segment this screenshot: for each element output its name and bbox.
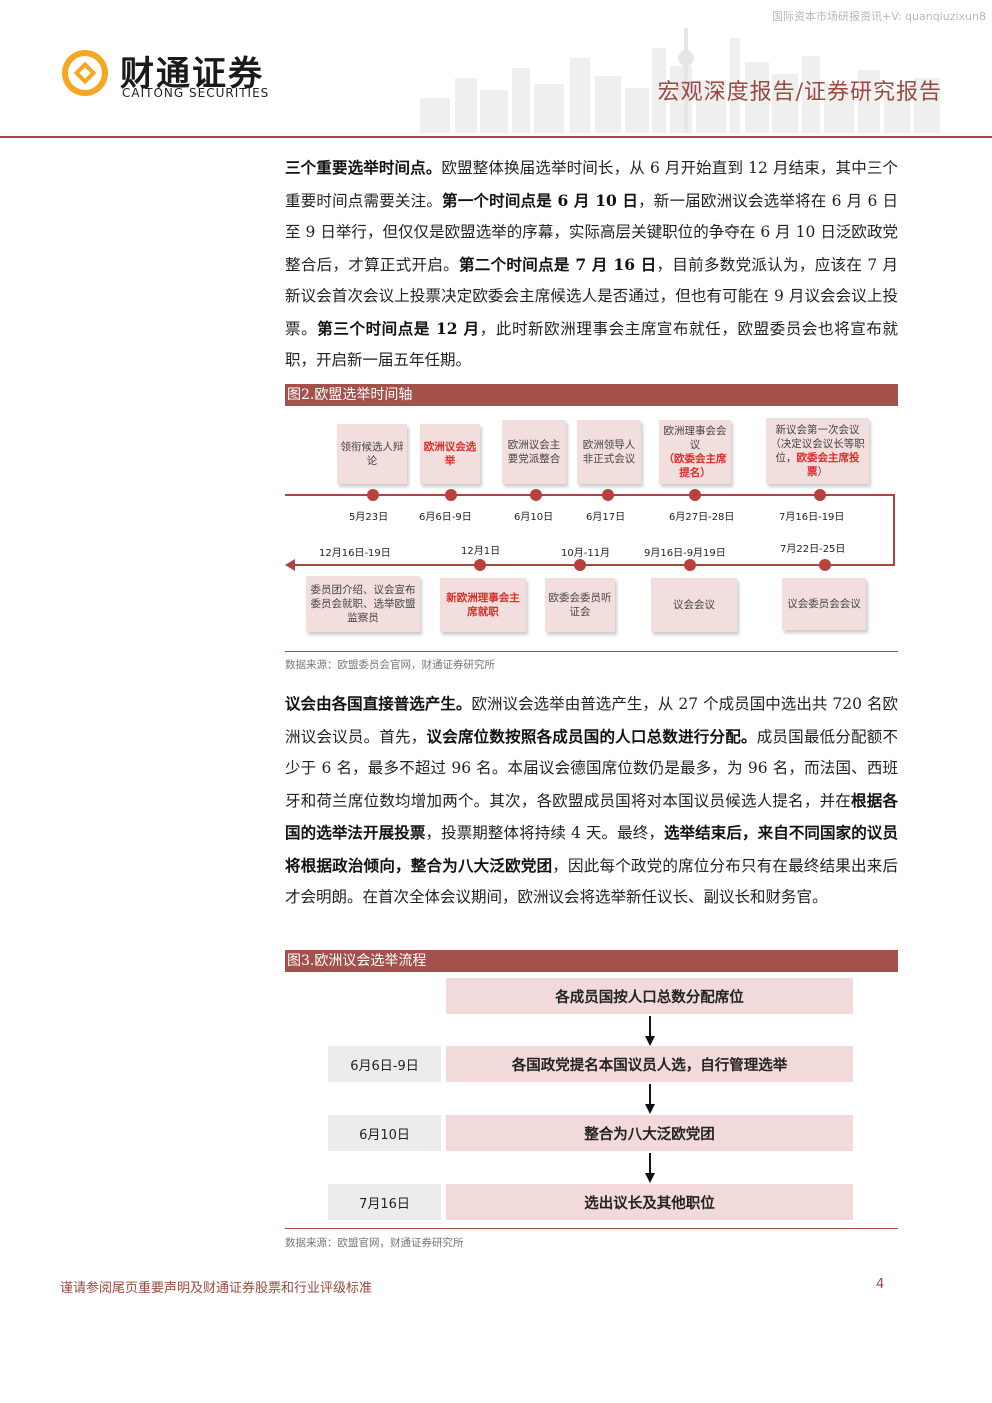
- timeline-dot: [367, 489, 379, 501]
- timeline-dot: [814, 489, 826, 501]
- event-box-plenary-session: 议会会议: [651, 578, 737, 632]
- timeline-dot: [445, 489, 457, 501]
- flow-arrow: [649, 1084, 651, 1106]
- paragraph-election-timepoints: 三个重要选举时间点。欧盟整体换届选举时间长，从 6 月开始直到 12 月结束，其…: [285, 158, 898, 369]
- event-date: 7月22日-25日: [780, 544, 846, 555]
- event-date: 12月1日: [461, 546, 501, 557]
- flow-arrow-head: [645, 1173, 655, 1183]
- eu-election-timeline: 领衔候选人辩论 5月23日 欧洲议会选举 6月6日-9日 欧洲议会主要党派整合 …: [285, 406, 898, 651]
- flow-date-4: 7月16日: [328, 1184, 441, 1220]
- flow-step-2: 各国政党提名本国议员人选，自行管理选举: [446, 1046, 853, 1082]
- flow-date-2: 6月6日-9日: [328, 1046, 441, 1082]
- footer-disclaimer: 谨请参阅尾页重要声明及财通证券股票和行业评级标准: [60, 1281, 373, 1296]
- event-box-party-integration: 欧洲议会主要党派整合: [502, 420, 566, 484]
- figure-2-title: 图2.欧盟选举时间轴: [285, 384, 898, 406]
- header-divider: [0, 136, 992, 138]
- brand-name-cn: 财通证券: [120, 54, 264, 94]
- flow-step-3: 整合为八大泛欧党团: [446, 1115, 853, 1151]
- flow-step-1: 各成员国按人口总数分配席位: [446, 978, 853, 1014]
- figure-3-title: 图3.欧洲议会选举流程: [285, 950, 898, 972]
- flow-arrow: [649, 1153, 651, 1175]
- event-box-council-president: 新欧洲理事会主席就职: [440, 578, 526, 632]
- event-box-candidate-debate: 领衔候选人辩论: [337, 424, 407, 484]
- flow-date-3: 6月10日: [328, 1115, 441, 1151]
- brand-name-en: CAITONG SECURITIES: [122, 86, 270, 100]
- watermark: 国际资本市场研报资讯+V: quanqiuzixun8: [771, 10, 986, 23]
- report-type: 宏观深度报告/证券研究报告: [657, 80, 942, 105]
- timeline-line-bottom: [293, 564, 895, 566]
- event-date: 6月10日: [514, 512, 554, 523]
- timeline-dot: [819, 559, 831, 571]
- timeline-line-top: [285, 494, 895, 496]
- paragraph-parliament-election: 议会由各国直接普选产生。欧洲议会选举由普选产生，从 27 个成员国中选出共 72…: [285, 694, 898, 906]
- timeline-arrow-head: [285, 559, 295, 571]
- event-box-commissioner-hearing: 欧委会委员听证会: [545, 578, 615, 632]
- event-box-council-meeting: 欧洲理事会会议（欧委会主席提名）: [659, 420, 731, 484]
- figure-3-source: 数据来源：欧盟官网，财通证券研究所: [285, 1237, 464, 1249]
- event-box-informal-summit: 欧洲领导人非正式会议: [577, 420, 641, 484]
- para2-lead: 议会由各国直接普选产生。: [285, 694, 472, 713]
- timeline-dot: [689, 489, 701, 501]
- event-date: 6月17日: [586, 512, 626, 523]
- timeline-dot: [530, 489, 542, 501]
- timeline-dot: [684, 559, 696, 571]
- event-date: 5月23日: [349, 512, 389, 523]
- city-skyline-graphic: [420, 28, 940, 133]
- event-date: 12月16日-19日: [319, 548, 391, 559]
- timeline-dot: [602, 489, 614, 501]
- figure-2-source: 数据来源：欧盟委员会官网，财通证券研究所: [285, 659, 495, 671]
- event-box-committee-meeting: 议会委员会会议: [782, 578, 866, 630]
- event-date: 6月6日-9日: [419, 512, 472, 523]
- event-date: 7月16日-19日: [779, 512, 845, 523]
- event-date: 10月-11月: [561, 548, 611, 559]
- caitong-logo-icon: [62, 50, 108, 96]
- page-number: 4: [876, 1277, 885, 1292]
- event-box-commission-inauguration: 委员团介绍、议会宣布委员会就职、选举欧盟监察员: [306, 576, 420, 632]
- event-box-first-session: 新议会第一次会议（决定议会议长等职位，欧委会主席投票）: [766, 418, 869, 484]
- para1-lead: 三个重要选举时间点。: [285, 158, 442, 177]
- flow-arrow-head: [645, 1104, 655, 1114]
- timeline-line-connector: [893, 494, 895, 566]
- flow-step-4: 选出议长及其他职位: [446, 1184, 853, 1220]
- event-date: 9月16日-9月19日: [644, 548, 726, 559]
- flow-arrow-head: [645, 1036, 655, 1046]
- event-date: 6月27日-28日: [669, 512, 735, 523]
- figure-2-bottom-rule: [285, 651, 898, 652]
- event-box-parliament-election: 欧洲议会选举: [420, 424, 480, 484]
- timeline-dot: [574, 559, 586, 571]
- flow-arrow: [649, 1016, 651, 1038]
- figure-3-bottom-rule: [285, 1228, 898, 1229]
- timeline-dot: [474, 559, 486, 571]
